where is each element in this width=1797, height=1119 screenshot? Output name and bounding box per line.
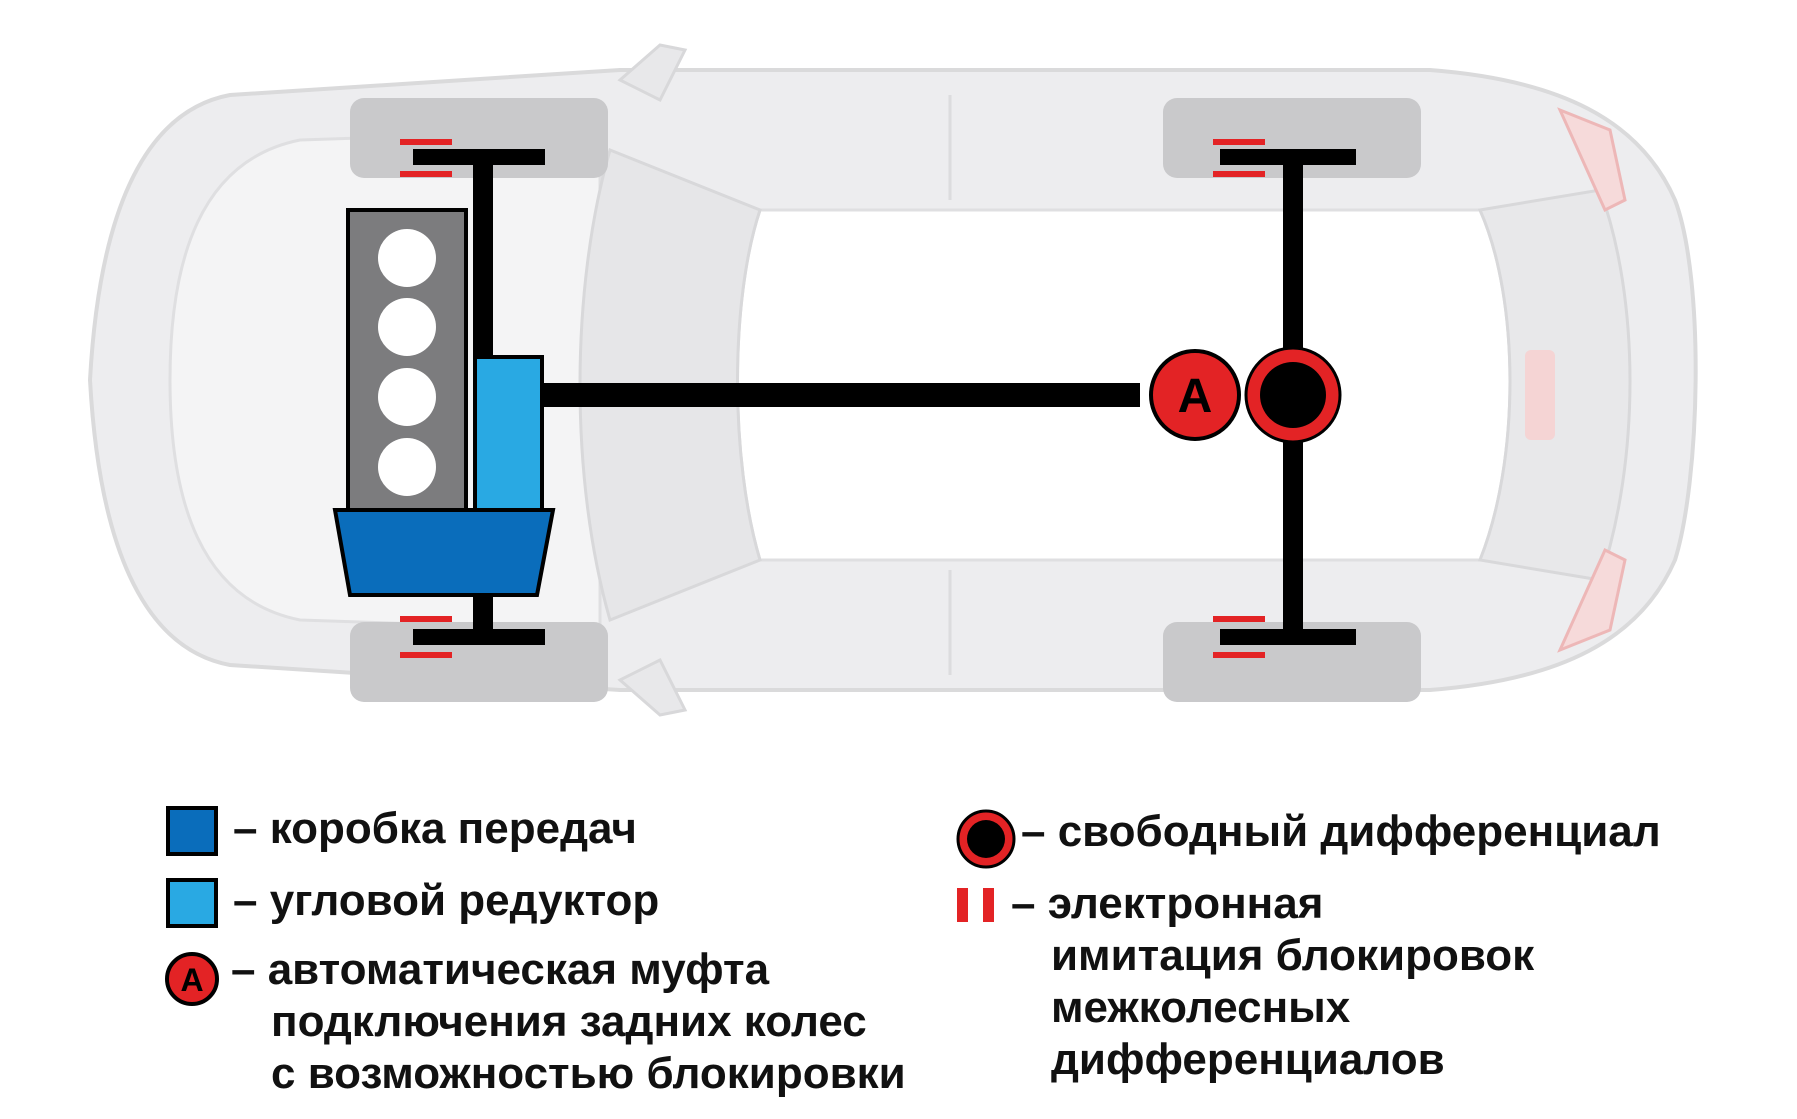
- left-mirror: [617, 43, 688, 103]
- engine-cylinder: [378, 298, 436, 356]
- rear-differential: [1244, 346, 1342, 444]
- brake-mark: [400, 139, 452, 145]
- rear-lamp-top: [1557, 107, 1627, 213]
- legend-angle-gear-label: угловой редуктор: [233, 875, 660, 927]
- rear-lamp-bottom: [1557, 547, 1627, 653]
- rear-clutch-icon: A: [1149, 349, 1241, 441]
- clutch-circle: [1149, 349, 1241, 441]
- brake-mark: [1213, 652, 1265, 658]
- circle-letter-icon: A: [165, 952, 219, 1006]
- legend-brake-lock-line-1: электронная: [1011, 878, 1534, 930]
- legend-clutch-line-3: с возможностью блокировки: [271, 1049, 906, 1098]
- clutch-letter: A: [1178, 370, 1213, 423]
- engine-cylinder: [378, 368, 436, 426]
- legend-brake-lock-line-3: межколесных: [1051, 983, 1351, 1032]
- right-mirror: [617, 657, 688, 717]
- brake-mark: [1213, 616, 1265, 622]
- brake-mark: [400, 616, 452, 622]
- brake-lock-marks: [400, 139, 1265, 658]
- drivetrain-diagram: A: [87, 43, 1698, 717]
- legend-brake-lock-line-4: дифференциалов: [1051, 1035, 1445, 1084]
- legend-gearbox-label: коробка передач: [233, 803, 637, 855]
- gearbox-swatch-icon: [166, 806, 218, 856]
- car-body-silhouette: [87, 43, 1698, 717]
- legend-item-differential: свободный дифференциал: [955, 806, 1661, 870]
- legend-item-gearbox: коробка передач: [165, 803, 637, 857]
- brake-mark: [400, 652, 452, 658]
- engine: [346, 208, 468, 512]
- brake-mark: [1213, 171, 1265, 177]
- propeller-shaft: [540, 383, 1140, 407]
- legend-item-brake-lock: электронная имитация блокировок межколес…: [955, 879, 1535, 1086]
- legend-clutch-symbol: A: [180, 962, 203, 998]
- angle-gear-swatch-icon: [166, 878, 218, 928]
- legend-differential-label: свободный дифференциал: [1021, 806, 1661, 858]
- brake-mark: [1213, 139, 1265, 145]
- filled-ring-icon: [956, 809, 1016, 869]
- legend-item-clutch: A автоматическая муфта подключения задни…: [163, 945, 906, 1100]
- rear-lamp-side: [1525, 350, 1555, 440]
- legend-clutch-line-1: автоматическая муфта: [231, 944, 906, 996]
- legend-clutch-line-2: подключения задних колес: [271, 997, 867, 1046]
- angle-gear-unit: [473, 355, 544, 519]
- engine-cylinder: [378, 229, 436, 287]
- engine-cylinder: [378, 438, 436, 496]
- differential-core: [1260, 362, 1326, 428]
- legend-item-angle-gear: угловой редуктор: [165, 875, 660, 929]
- gearbox-unit: [332, 508, 556, 597]
- red-bars-icon: [957, 888, 994, 922]
- brake-mark: [400, 171, 452, 177]
- legend-brake-lock-line-2: имитация блокировок: [1051, 931, 1535, 980]
